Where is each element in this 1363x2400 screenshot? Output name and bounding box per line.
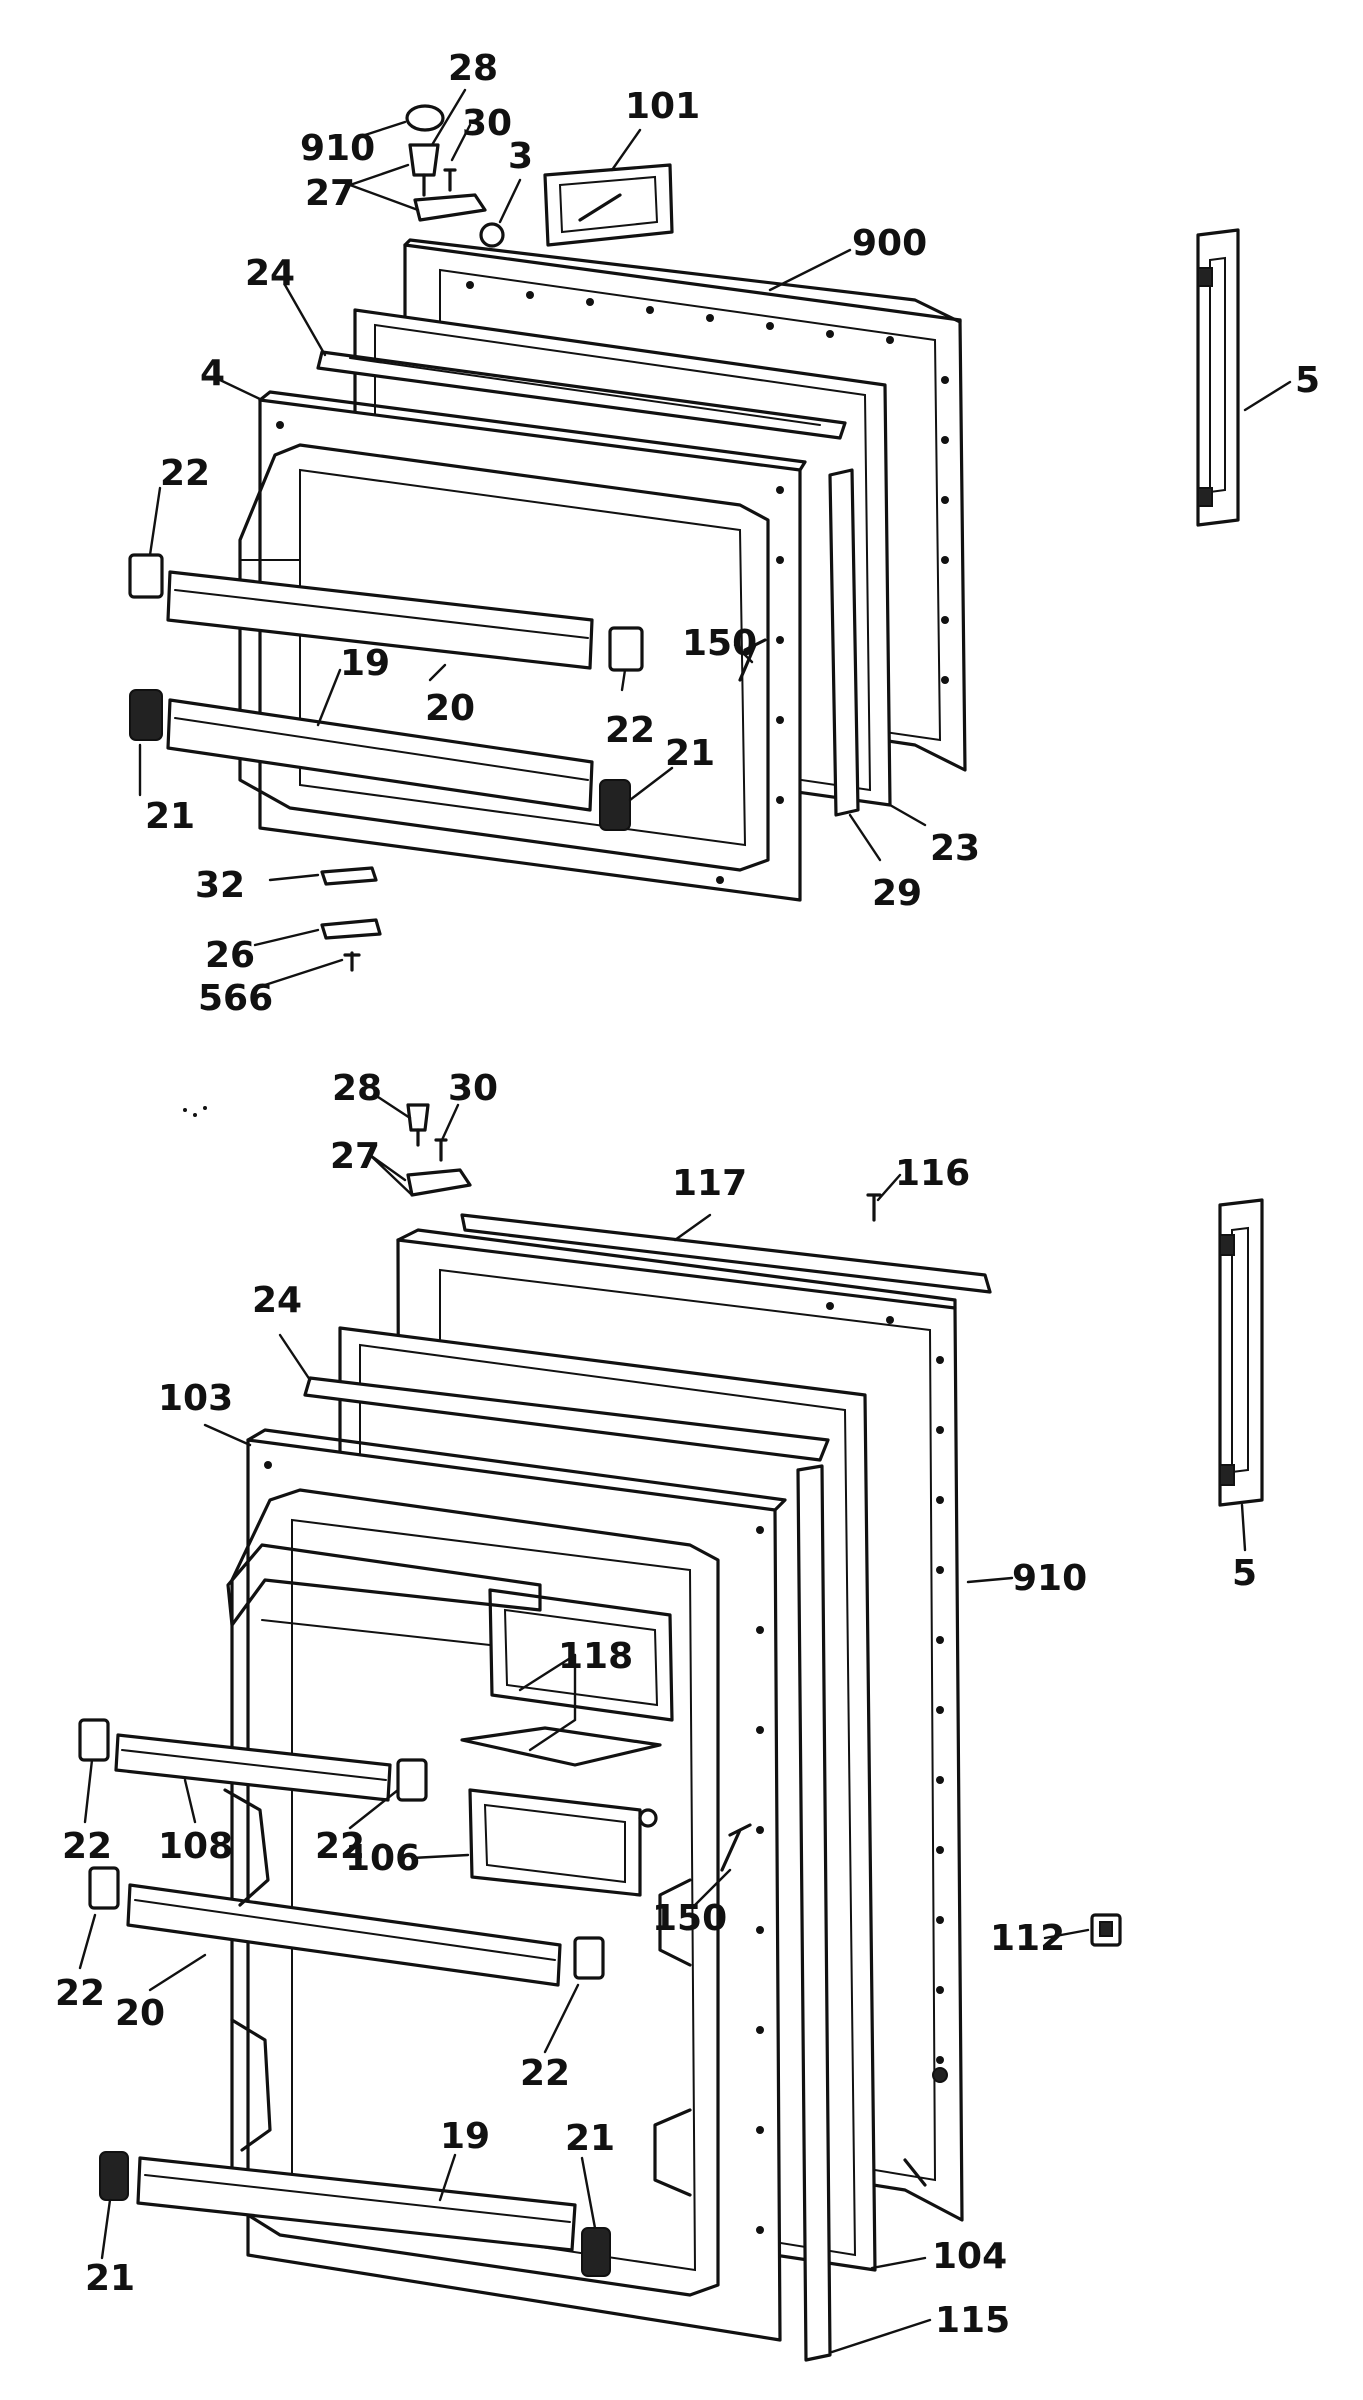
callout-101: 101 <box>625 86 700 127</box>
butter-door-101 <box>543 163 674 247</box>
dairy-compartment <box>488 1588 674 1722</box>
callout-28: 28 <box>448 48 498 89</box>
screw-150-lower <box>720 1823 752 1872</box>
callout-30: 30 <box>462 103 512 144</box>
callout-20: 20 <box>425 688 475 729</box>
callout-22-lower-b: 22 <box>315 1826 365 1867</box>
cap-22-lower-c <box>88 1866 120 1910</box>
shelf-bar-20 <box>126 1883 562 1987</box>
butter-door-118 <box>460 1726 662 1767</box>
hinge-screw-30-lower <box>434 1138 448 1162</box>
cap-22-lower-b <box>396 1758 428 1802</box>
side-gasket-29 <box>828 468 860 817</box>
top-channel-117 <box>460 1213 992 1294</box>
upper-leaders <box>138 88 1292 987</box>
top-gasket-strip <box>316 350 847 440</box>
hinge-nut-3 <box>479 222 505 248</box>
shelf-cap-21-left <box>129 689 163 741</box>
hinge-plate-26 <box>320 918 382 940</box>
screw-150-upper <box>738 638 767 682</box>
cap-21-lower-a <box>99 2151 129 2201</box>
callout-21-lower-a: 21 <box>565 2118 615 2159</box>
hinge-pin-28-lower <box>406 1103 430 1132</box>
callout-118: 118 <box>558 1636 633 1677</box>
callout-566: 566 <box>198 978 273 1019</box>
callout-116: 116 <box>895 1153 970 1194</box>
callout-4: 4 <box>200 353 225 394</box>
lower-callouts: 28 30 27 117 116 24 103 5 910 118 22 108… <box>55 1068 1257 2341</box>
screw-116 <box>866 1193 882 1222</box>
callout-22-lower-c: 22 <box>55 1973 105 2014</box>
callout-24-lower: 24 <box>252 1280 302 1321</box>
callout-21-lower-b: 21 <box>85 2258 135 2299</box>
lower-leaders <box>78 1093 1247 2354</box>
shelf-bar-19 <box>136 2156 577 2252</box>
callout-22-lower-a: 22 <box>62 1826 112 1867</box>
hinge-cap-910 <box>405 104 445 132</box>
callout-150-lower: 150 <box>652 1898 727 1939</box>
callout-22-lower-d: 22 <box>520 2053 570 2094</box>
callout-910: 910 <box>300 128 375 169</box>
upper-door-assembly <box>128 104 1240 972</box>
lower-door-assembly <box>78 1103 1264 2362</box>
callout-19: 19 <box>340 643 390 684</box>
callout-115: 115 <box>935 2300 1010 2341</box>
callout-27: 27 <box>305 173 355 214</box>
callout-106: 106 <box>345 1838 420 1879</box>
stray-marks <box>183 1106 207 1117</box>
top-gasket-lower <box>303 1376 830 1462</box>
callout-26: 26 <box>205 935 255 976</box>
callout-103: 103 <box>158 1378 233 1419</box>
callout-5: 5 <box>1295 360 1320 401</box>
callout-23: 23 <box>930 828 980 869</box>
shelf-cap-22-right <box>608 626 644 672</box>
hinge-bracket-27-lower <box>406 1168 472 1197</box>
hinge-plate-32 <box>320 866 378 886</box>
callout-910-lower: 910 <box>1012 1558 1087 1599</box>
upper-shelf-bar <box>166 570 594 670</box>
callout-30-lower: 30 <box>448 1068 498 1109</box>
callout-29: 29 <box>872 873 922 914</box>
callout-21-a: 21 <box>665 733 715 774</box>
callout-27-lower: 27 <box>330 1136 380 1177</box>
lower-door-handle <box>1218 1198 1264 1507</box>
callout-108: 108 <box>158 1826 233 1867</box>
shelf-cap-22-left <box>128 553 164 599</box>
hinge-pin-28 <box>408 143 440 177</box>
callout-112: 112 <box>990 1918 1065 1959</box>
upper-callouts: 28 910 30 3 101 27 900 24 4 5 22 150 19 … <box>145 48 1320 1019</box>
callout-28-lower: 28 <box>332 1068 382 1109</box>
shelf-bar-108 <box>114 1733 392 1802</box>
cap-22-lower-a <box>78 1718 110 1762</box>
callout-900: 900 <box>852 223 927 264</box>
callout-5-lower: 5 <box>1232 1553 1257 1594</box>
callout-22-a: 22 <box>160 453 210 494</box>
callout-3: 3 <box>508 136 533 177</box>
side-gasket-115 <box>796 1464 832 2362</box>
callout-32: 32 <box>195 865 245 906</box>
hinge-screw-30 <box>443 168 457 192</box>
screw-566 <box>343 951 361 972</box>
callout-21-b: 21 <box>145 796 195 837</box>
callout-22-b: 22 <box>605 710 655 751</box>
cap-21-lower-b <box>581 2227 611 2277</box>
callout-117: 117 <box>672 1163 747 1204</box>
shelf-cap-21-right <box>599 779 631 831</box>
upper-door-handle <box>1196 228 1240 527</box>
callout-20-lower: 20 <box>115 1993 165 2034</box>
callout-150: 150 <box>682 623 757 664</box>
callout-19-lower: 19 <box>440 2116 490 2157</box>
hinge-bracket-27 <box>413 193 487 222</box>
cap-22-lower-d <box>573 1936 605 1980</box>
callout-104: 104 <box>932 2236 1007 2277</box>
callout-24: 24 <box>245 253 295 294</box>
lower-shelf-bar <box>166 698 594 812</box>
